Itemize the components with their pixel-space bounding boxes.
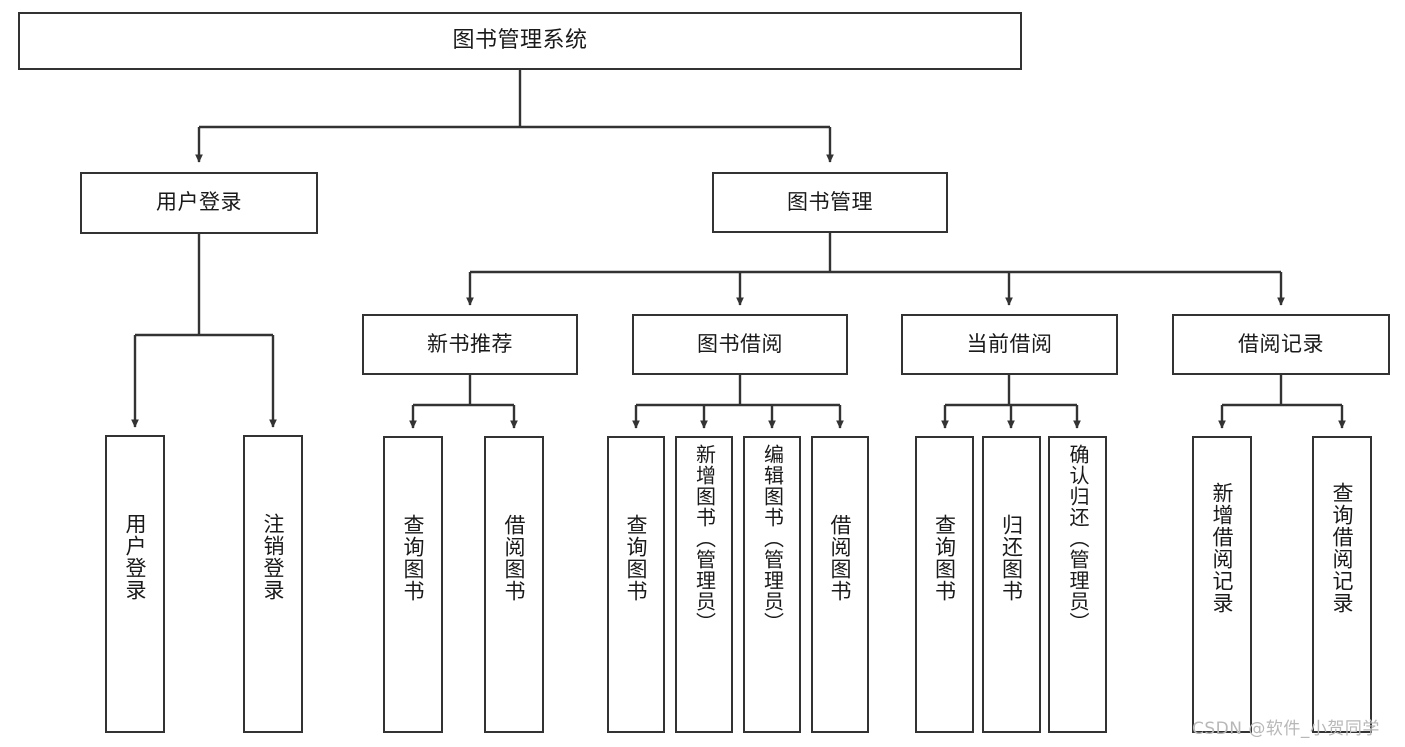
leaf-borrow-book-recommend[interactable]: 借阅图书 [484, 436, 544, 733]
node-label: 查询图书 [932, 514, 957, 602]
node-label: 新增借阅记录 [1210, 482, 1235, 614]
node-label: 归还图书 [999, 514, 1024, 602]
csdn-watermark: CSDN @软件_小贺同学 [1192, 719, 1380, 739]
node-label: 新书推荐 [427, 331, 513, 356]
node-label: 图书管理系统 [452, 27, 588, 53]
node-root-book-management-system[interactable]: 图书管理系统 [18, 12, 1022, 70]
leaf-confirm-return-admin[interactable]: 确认归还（管理员） [1048, 436, 1107, 733]
leaf-query-book-current[interactable]: 查询图书 [915, 436, 974, 733]
node-current-borrow[interactable]: 当前借阅 [901, 314, 1118, 375]
leaf-query-borrow-record[interactable]: 查询借阅记录 [1312, 436, 1372, 733]
leaf-query-book-recommend[interactable]: 查询图书 [383, 436, 443, 733]
leaf-add-book-admin[interactable]: 新增图书（管理员） [675, 436, 733, 733]
node-book-borrow[interactable]: 图书借阅 [632, 314, 848, 375]
node-label: 借阅图书 [828, 514, 853, 602]
node-label: 查询图书 [624, 514, 649, 602]
node-label: 图书管理 [787, 189, 873, 214]
leaf-query-book-borrow[interactable]: 查询图书 [607, 436, 665, 733]
node-label: 用户登录 [123, 513, 148, 601]
leaf-edit-book-admin[interactable]: 编辑图书（管理员） [743, 436, 801, 733]
node-label: 借阅图书 [502, 514, 527, 602]
node-borrow-record[interactable]: 借阅记录 [1172, 314, 1390, 375]
node-new-book-recommend[interactable]: 新书推荐 [362, 314, 578, 375]
node-label: 借阅记录 [1238, 331, 1324, 356]
leaf-user-login[interactable]: 用户登录 [105, 435, 165, 733]
node-label: 用户登录 [156, 190, 242, 215]
node-book-management[interactable]: 图书管理 [712, 172, 948, 233]
node-label: 确认归还（管理员） [1066, 444, 1090, 633]
node-label: 当前借阅 [966, 331, 1053, 356]
node-user-login[interactable]: 用户登录 [80, 172, 318, 234]
node-label: 查询图书 [401, 514, 426, 602]
node-label: 图书借阅 [697, 331, 783, 356]
leaf-return-book[interactable]: 归还图书 [982, 436, 1041, 733]
leaf-borrow-book-borrow[interactable]: 借阅图书 [811, 436, 869, 733]
leaf-user-logout[interactable]: 注销登录 [243, 435, 303, 733]
node-label: 查询借阅记录 [1330, 482, 1355, 614]
leaf-add-borrow-record[interactable]: 新增借阅记录 [1192, 436, 1252, 733]
node-label: 新增图书（管理员） [692, 444, 717, 633]
node-label: 编辑图书（管理员） [760, 444, 785, 633]
node-label: 注销登录 [261, 513, 286, 601]
